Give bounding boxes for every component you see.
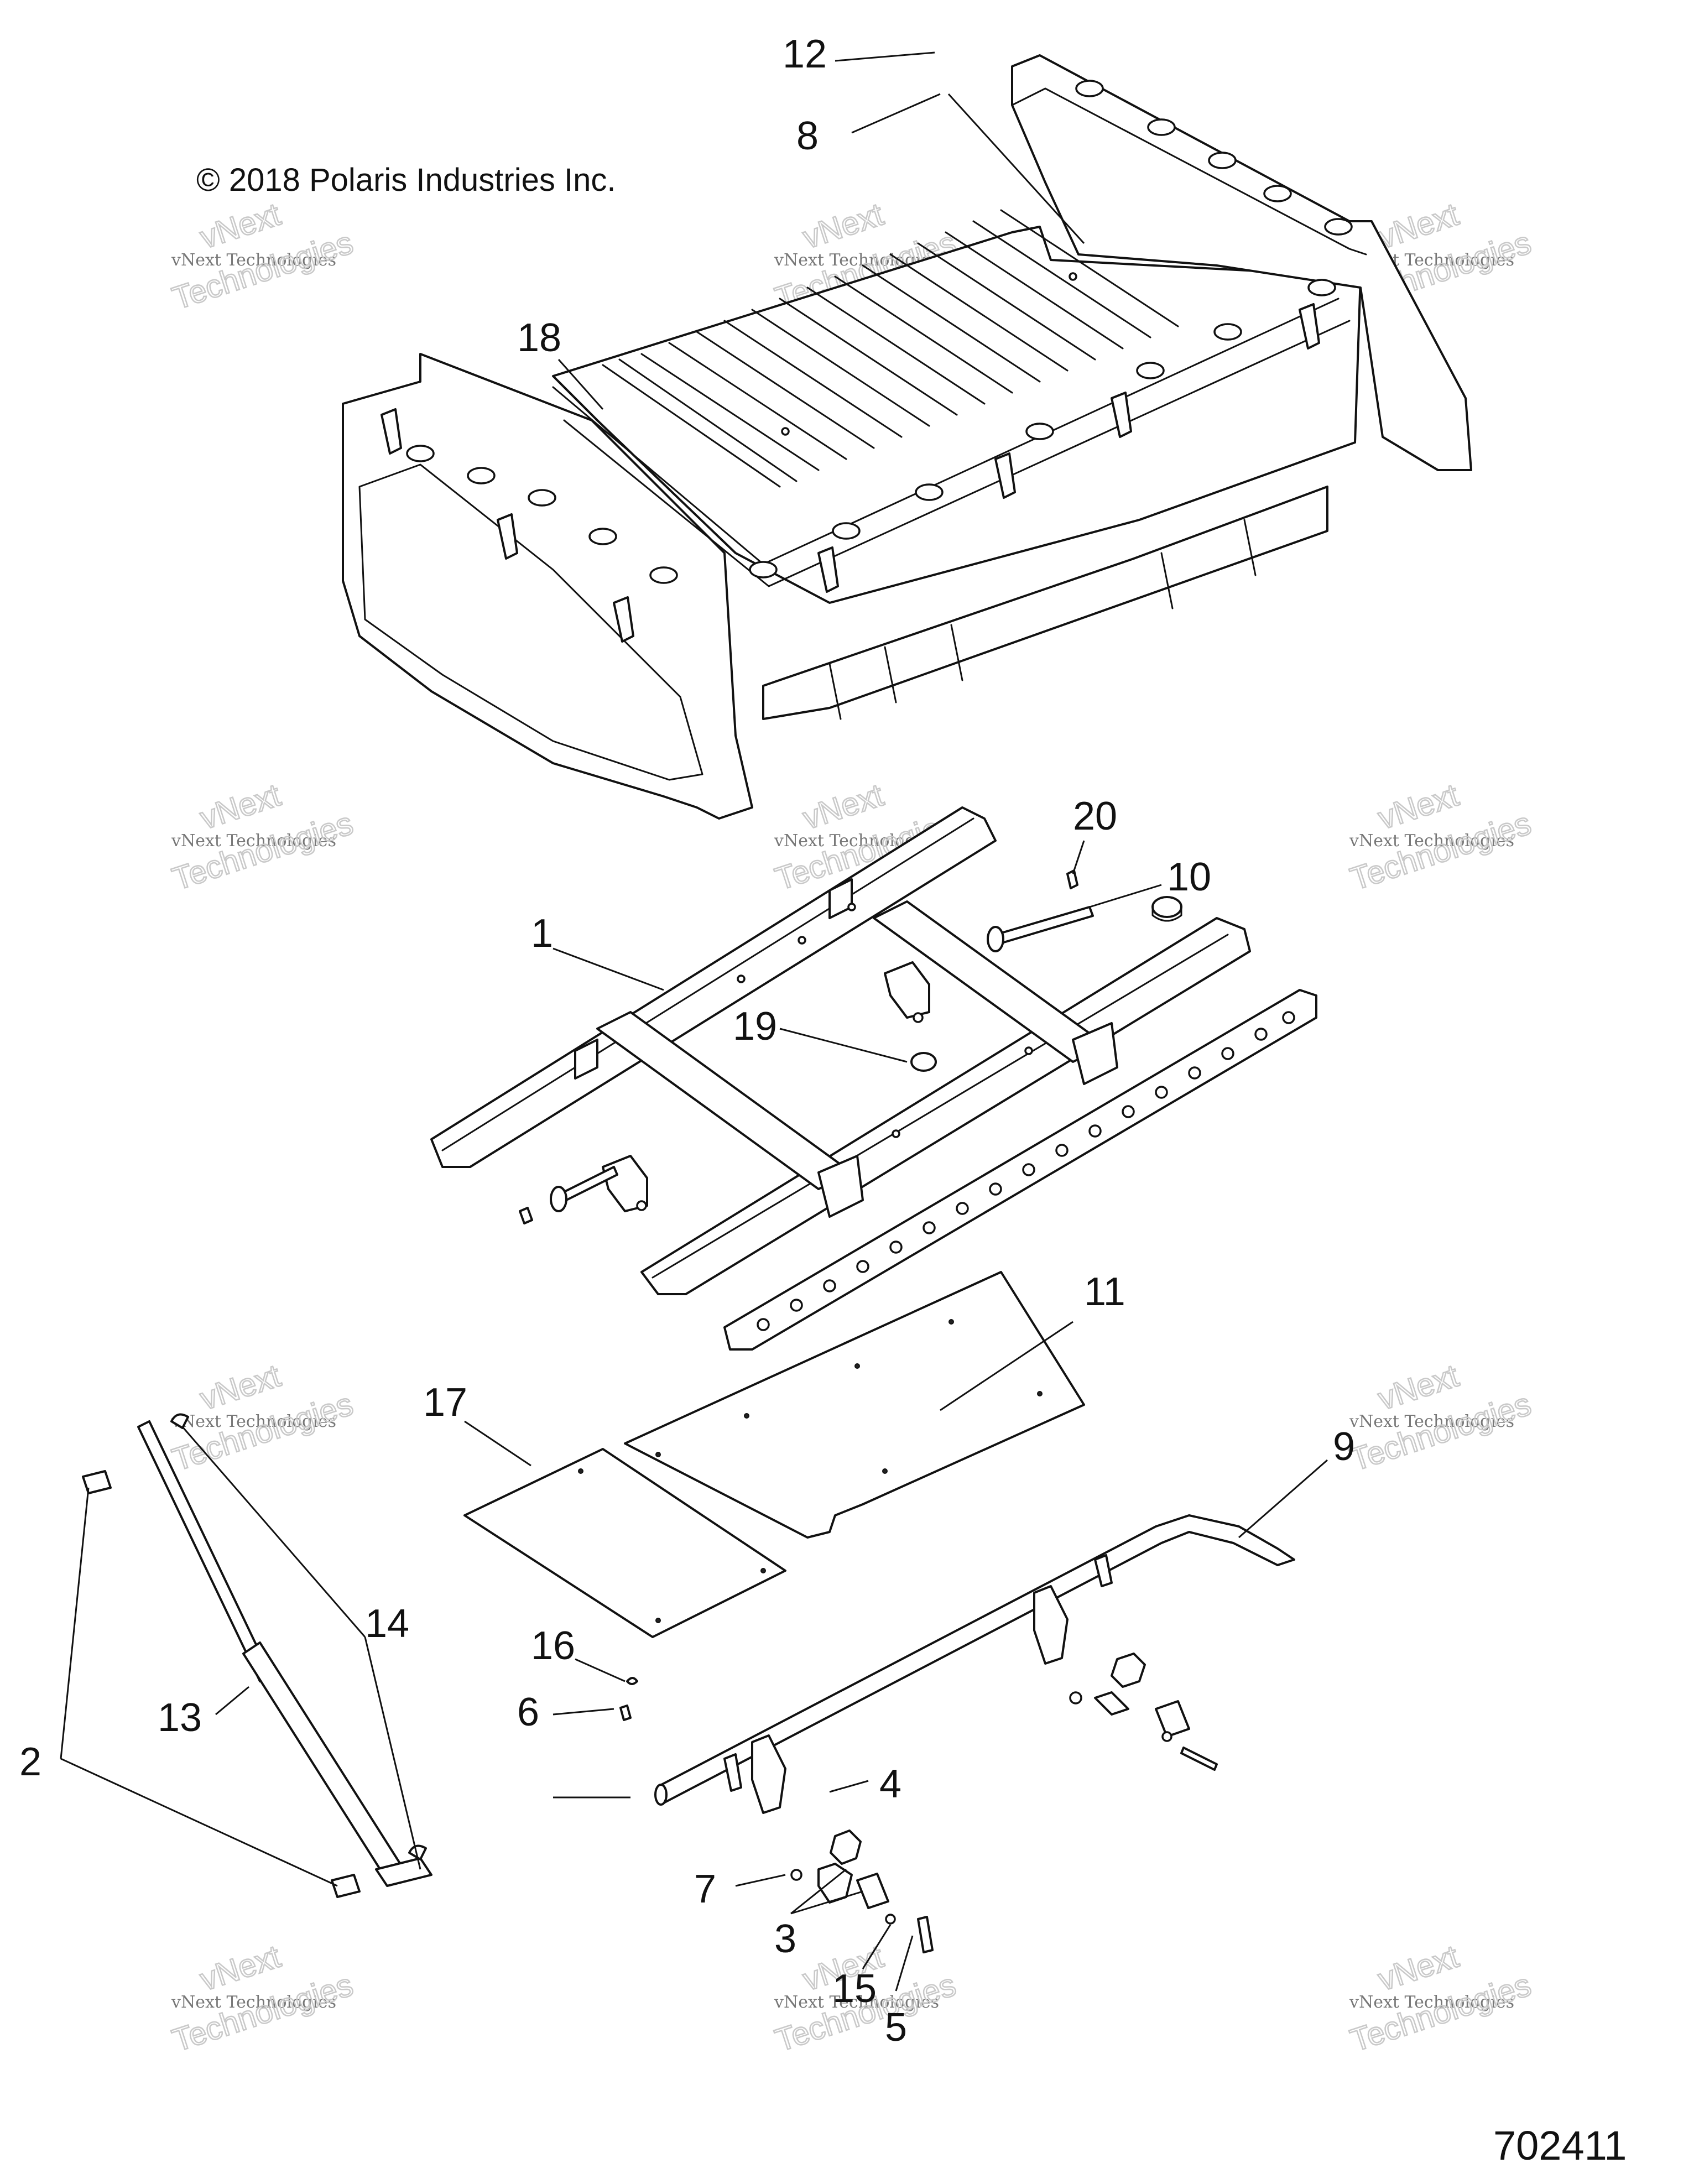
svg-text:vNext Technologies: vNext Technologies <box>171 831 336 851</box>
copyright-notice: © 2018 Polaris Industries Inc. <box>196 162 616 198</box>
callout-7: 7 <box>694 1867 716 1911</box>
document-number: 702411 <box>1493 2123 1627 2169</box>
cargo-frame <box>430 806 1317 1351</box>
callout-20: 20 <box>1073 794 1117 838</box>
svg-text:vNext: vNext <box>196 777 285 837</box>
svg-text:Technologies: Technologies <box>168 1967 357 2058</box>
svg-text:vNext Technologies: vNext Technologies <box>1349 831 1514 851</box>
callout-14: 14 <box>365 1602 409 1646</box>
watermark: vNext vNext Technologies Technologies <box>168 1937 358 2059</box>
svg-text:vNext: vNext <box>799 777 888 837</box>
latch-rod <box>654 1514 1295 1814</box>
callout-10: 10 <box>1167 855 1211 899</box>
svg-text:vNext Technologies: vNext Technologies <box>774 1993 939 2012</box>
svg-text:vNext: vNext <box>1374 1358 1463 1417</box>
svg-text:vNext Technologies: vNext Technologies <box>171 251 336 270</box>
callout-1: 1 <box>531 911 553 956</box>
latch-hardware-right <box>1069 1653 1218 1771</box>
svg-text:vNext: vNext <box>1374 1938 1463 1998</box>
callout-labels: 12 8 18 20 10 1 19 11 9 17 16 14 6 13 4 … <box>19 32 1355 2050</box>
svg-text:Technologies: Technologies <box>168 805 357 897</box>
rim-pockets <box>406 80 1353 584</box>
callout-18: 18 <box>517 316 561 360</box>
svg-text:Technologies: Technologies <box>1346 805 1535 897</box>
svg-text:vNext: vNext <box>196 1938 285 1998</box>
latch-hardware-lower <box>790 1829 934 1953</box>
watermark: vNext vNext Technologies Technologies <box>1346 1937 1536 2059</box>
svg-text:Technologies: Technologies <box>168 225 357 316</box>
callout-6: 6 <box>517 1690 539 1734</box>
svg-text:vNext: vNext <box>196 1358 285 1417</box>
floor-ribs <box>602 209 1179 488</box>
callout-19: 19 <box>733 1004 777 1049</box>
svg-text:vNext Technologies: vNext Technologies <box>1349 1412 1514 1431</box>
cargo-box <box>342 54 1472 820</box>
svg-text:vNext: vNext <box>1374 196 1463 256</box>
floor-panel <box>624 1271 1085 1539</box>
callout-11: 11 <box>1084 1270 1125 1314</box>
callout-5: 5 <box>885 2005 907 2050</box>
callout-3: 3 <box>774 1917 796 1961</box>
frame-pins <box>519 869 1182 1224</box>
svg-text:vNext Technologies: vNext Technologies <box>171 1412 336 1431</box>
svg-text:vNext: vNext <box>1374 777 1463 837</box>
callout-9: 9 <box>1333 1425 1355 1469</box>
svg-text:vNext Technologies: vNext Technologies <box>171 1993 336 2012</box>
callout-16: 16 <box>531 1624 575 1668</box>
svg-text:Technologies: Technologies <box>1346 1386 1535 1478</box>
callout-13: 13 <box>158 1696 202 1740</box>
rail-holes <box>757 1011 1295 1331</box>
callout-12: 12 <box>783 32 827 76</box>
tie-down-hooks <box>381 303 1320 643</box>
svg-text:vNext Technologies: vNext Technologies <box>1349 1993 1514 2012</box>
svg-text:vNext: vNext <box>196 196 285 256</box>
side-panel <box>463 1448 786 1638</box>
svg-text:Technologies: Technologies <box>168 1386 357 1478</box>
leader-lines <box>60 51 1328 1992</box>
callout-17: 17 <box>423 1380 467 1425</box>
screw-parts <box>619 1677 638 1721</box>
watermark: vNext vNext Technologies Technologies <box>1346 776 1536 898</box>
callout-2: 2 <box>19 1740 41 1784</box>
gas-strut <box>82 1413 432 1898</box>
watermark: vNext vNext Technologies Technologies <box>1346 1357 1536 1478</box>
watermark: vNext vNext Technologies Technologies <box>168 776 358 898</box>
svg-text:vNext: vNext <box>799 196 888 256</box>
watermark: vNext vNext Technologies Technologies <box>168 1357 358 1478</box>
svg-text:Technologies: Technologies <box>1346 1967 1535 2058</box>
callout-4: 4 <box>879 1762 901 1806</box>
callout-8: 8 <box>796 114 819 158</box>
watermark: vNext vNext Technologies Technologies <box>168 195 358 317</box>
callout-15: 15 <box>832 1967 877 2011</box>
